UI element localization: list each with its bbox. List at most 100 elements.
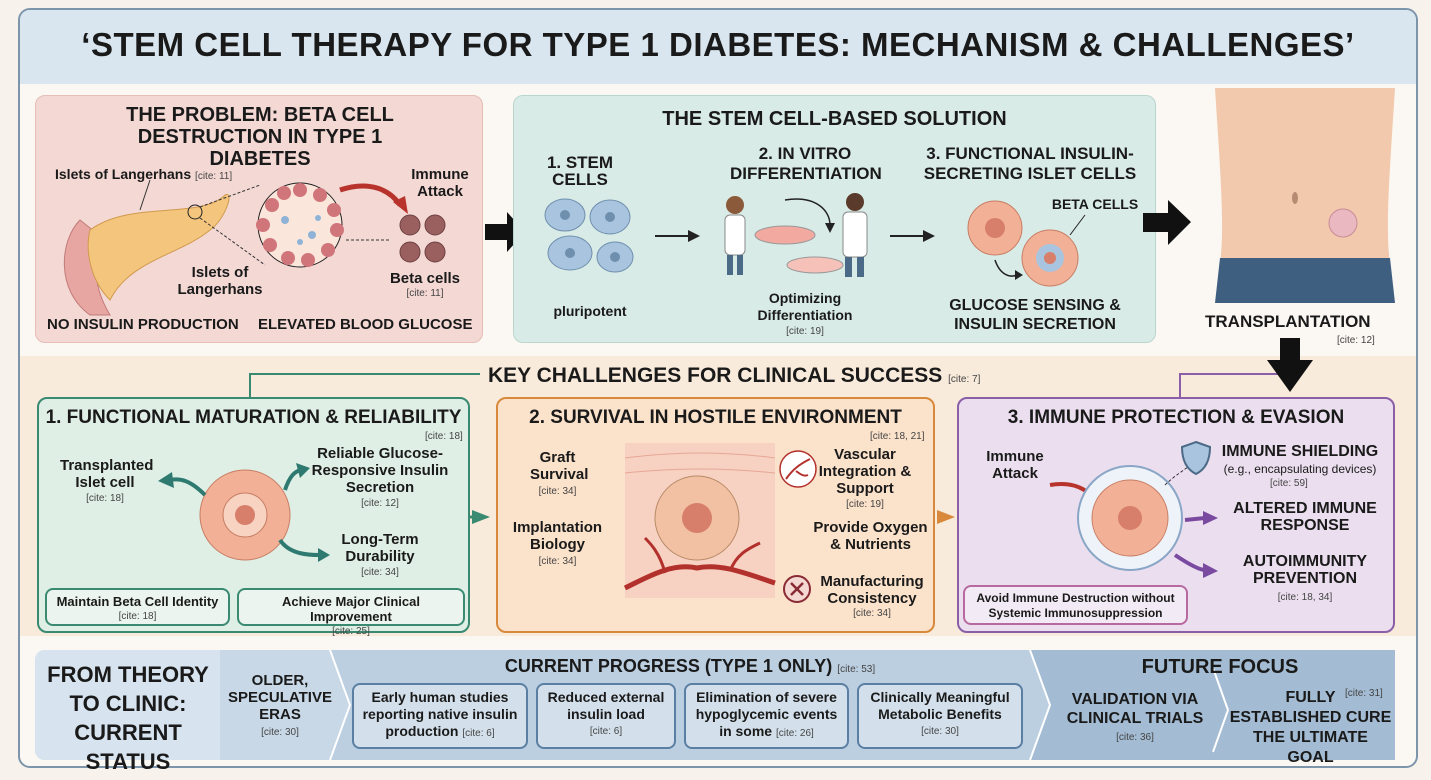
step1-label: 1. STEM CELLS [546,153,614,189]
glucose-sensing-label: GLUCOSE SENSING & INSULIN SECRETION [949,297,1121,333]
immune-heading: 3. IMMUNE PROTECTION & EVASION [1007,407,1345,428]
glucose-label: ELEVATED BLOOD GLUCOSE [258,316,473,333]
arrow-icon [890,230,935,242]
step2-label: 2. IN VITRO DIFFERENTIATION [730,144,882,183]
immune-attack-label: Immune Attack [986,448,1044,482]
implantation-cite: [cite: 34] [538,556,577,567]
islets-label-2: Islets of Langerhans [177,264,263,298]
status-title-bg [35,650,220,760]
future-heading: FUTURE FOCUS [1141,656,1299,678]
progress-item: Early human studies reporting native ins… [352,683,528,749]
progress-item-text: Clinically Meaningful Metabolic Benefits [870,689,1010,722]
problem-heading: THE PROBLEM: BETA CELL DESTRUCTION IN TY… [126,104,394,170]
transplantation-label: TRANSPLANTATION [1205,312,1371,331]
islet-cells-illustration [967,200,1086,287]
transplanted-islet-label: Transplanted Islet cell [60,457,154,491]
optimizing-label: Optimizing Differentiation [757,290,853,323]
clinical-improvement-cite: [cite: 25] [332,626,370,637]
transplantation-cite: [cite: 12] [1337,335,1375,346]
older-eras-label: OLDER, SPECULATIVE ERAS [228,672,332,723]
validation-label: VALIDATION VIA CLINICAL TRIALS [1066,691,1204,727]
progress-item-text: Elimination of severe hypoglycemic event… [695,689,838,739]
clinical-improvement-text: Achieve Major Clinical Improvement [282,594,420,624]
page-title: ‘STEM CELL THERAPY FOR TYPE 1 DIABETES: … [81,26,1355,63]
pluripotent-label: pluripotent [553,303,627,319]
abdomen-illustration [1215,88,1395,303]
cure-cite: [cite: 31] [1345,688,1383,699]
autoimmunity-cite: [cite: 18, 34] [1277,592,1333,603]
graft-survival-label: Graft Survival [530,449,589,483]
progress-item-cite: [cite: 6] [589,726,623,737]
progress-items: Early human studies reporting native ins… [352,683,1027,749]
encapsulated-islet-illustration [1049,464,1218,578]
immune-attack-label: Immune Attack [411,166,469,200]
challenges-heading-text: KEY CHALLENGES FOR CLINICAL SUCCESS [488,364,943,387]
vascular-label: Vascular Integration & Support [818,446,912,497]
title-band [20,10,1416,84]
islets-label-text: Islets of Langerhans [55,166,192,182]
progress-item-text: Reduced external insulin load [547,689,665,722]
maturation-cite: [cite: 18] [425,431,463,442]
tissue-illustration [623,443,776,598]
islet-cell-illustration [158,463,330,562]
step3-label: 3. FUNCTIONAL INSULIN-SECRETING ISLET CE… [923,144,1137,183]
durability-label: Long-Term Durability [341,531,419,565]
implantation-label: Implantation Biology [512,519,603,553]
reliable-label: Reliable Glucose-Responsive Insulin Secr… [311,445,449,496]
graft-cite: [cite: 34] [538,486,577,497]
beta-cells-label: BETA CELLS [1051,196,1139,212]
transplanted-cite: [cite: 18] [86,493,124,504]
durability-cite: [cite: 34] [361,567,399,578]
shielding-sub: (e.g., encapsulating devices) [1223,462,1377,476]
x-circle-icon [783,575,811,603]
challenges-heading: KEY CHALLENGES FOR CLINICAL SUCCESS [cit… [488,364,980,388]
progress-item: Elimination of severe hypoglycemic event… [684,683,849,749]
beta-cells-label: Beta cells [389,270,461,287]
beta-cells-cite: [cite: 11] [406,288,444,299]
stem-cells-illustration [544,198,634,273]
oxygen-label: Provide Oxygen & Nutrients [813,519,928,553]
shield-icon [1180,440,1212,476]
shielding-cite: [cite: 59] [1270,478,1308,489]
survival-cite: [cite: 18, 21] [870,431,925,442]
validation-cite: [cite: 36] [1116,732,1154,743]
optimizing-cite: [cite: 19] [786,326,824,337]
beta-identity-box: Maintain Beta Cell Identity[cite: 18] [45,588,230,626]
progress-item: Reduced external insulin load [cite: 6] [536,683,676,749]
pancreas-illustration [63,179,446,316]
cure-label: FULLY ESTABLISHED CURE THE ULTIMATE GOAL [1229,689,1392,766]
older-eras-cite: [cite: 30] [261,727,299,738]
vascular-cite: [cite: 19] [846,499,884,510]
progress-heading-text: CURRENT PROGRESS (TYPE 1 ONLY) [504,656,833,676]
progress-item-text: Early human studies reporting native ins… [362,689,518,739]
progress-heading: CURRENT PROGRESS (TYPE 1 ONLY) [cite: 53… [350,656,1030,677]
shielding-label: IMMUNE SHIELDING [1221,443,1379,460]
reliable-cite: [cite: 12] [361,498,399,509]
progress-item-cite: [cite: 30] [921,726,959,737]
avoid-destruction-box: Avoid Immune Destruction without Systemi… [963,585,1188,625]
arrow-right-icon [1143,200,1191,245]
islets-cite: [cite: 11] [195,171,233,182]
solution-heading: THE STEM CELL-BASED SOLUTION [662,108,1007,130]
manufacturing-cite: [cite: 34] [853,608,891,619]
clinical-improvement-box: Achieve Major Clinical Improvement [cite:… [237,588,465,637]
no-insulin-label: NO INSULIN PRODUCTION [47,316,239,333]
altered-immune-label: ALTERED IMMUNE RESPONSE [1233,500,1377,534]
arrow-icon [655,230,700,242]
lab-differentiation-illustration [724,193,868,277]
progress-item: Clinically Meaningful Metabolic Benefits… [857,683,1023,749]
beta-identity-text: Maintain Beta Cell Identity [56,594,219,609]
status-heading: FROM THEORY TO CLINIC: CURRENT STATUS [47,662,209,774]
manufacturing-label: Manufacturing Consistency [820,573,924,607]
progress-item-cite: [cite: 26] [775,728,814,739]
challenges-cite: [cite: 7] [948,374,981,385]
progress-item-cite: [cite: 6] [462,728,495,739]
maturation-heading: 1. FUNCTIONAL MATURATION & RELIABILITY [45,407,462,428]
vessel-icon [779,450,817,488]
islets-label: Islets of Langerhans [cite: 11] [55,166,232,182]
survival-heading: 2. SURVIVAL IN HOSTILE ENVIRONMENT [529,407,902,428]
progress-cite: [cite: 53] [837,664,876,675]
autoimmunity-label: AUTOIMMUNITY PREVENTION [1242,553,1368,587]
